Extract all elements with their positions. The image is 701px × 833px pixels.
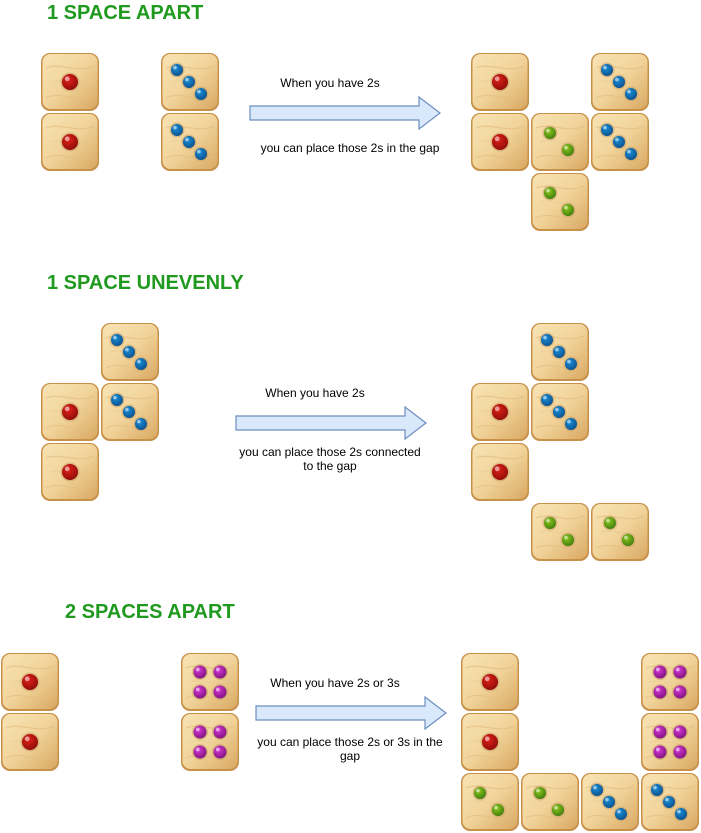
die-three [530,382,590,442]
die-two [460,772,520,832]
section-3-label-bottom: you can place those 2s or 3s in the gap [257,735,443,763]
section-1-label-bottom: you can place those 2s in the gap [260,141,440,155]
die-three [580,772,640,832]
die-two [520,772,580,832]
die-three [530,322,590,382]
die-one [470,382,530,442]
die-four [640,652,700,712]
die-one [470,52,530,112]
die-two [590,502,650,562]
die-one [40,382,100,442]
die-one [470,112,530,172]
die-three [100,322,160,382]
die-one [0,712,60,772]
die-two [530,502,590,562]
section-heading-1-space-unevenly: 1 SPACE UNEVENLY [47,272,244,294]
die-one [0,652,60,712]
section-2-arrow [235,406,427,440]
die-four [180,712,240,772]
die-one [40,442,100,502]
section-heading-2-spaces-apart: 2 SPACES APART [65,601,235,623]
section-2-label-top: When you have 2s [265,386,365,400]
section-1-label-top: When you have 2s [280,76,380,90]
section-3-arrow [255,696,447,730]
die-one [460,652,520,712]
die-three [590,52,650,112]
die-two [530,172,590,232]
die-three [160,112,220,172]
section-3-label-top: When you have 2s or 3s [270,676,400,690]
section-heading-1-space-apart: 1 SPACE APART [47,2,204,24]
die-one [470,442,530,502]
die-three [160,52,220,112]
die-one [40,52,100,112]
die-four [180,652,240,712]
die-three [590,112,650,172]
die-three [100,382,160,442]
die-four [640,712,700,772]
die-one [40,112,100,172]
section-2-label-bottom: you can place those 2s connected to the … [239,445,421,473]
die-one [460,712,520,772]
section-1-arrow [249,96,441,130]
die-three [640,772,700,832]
die-two [530,112,590,172]
